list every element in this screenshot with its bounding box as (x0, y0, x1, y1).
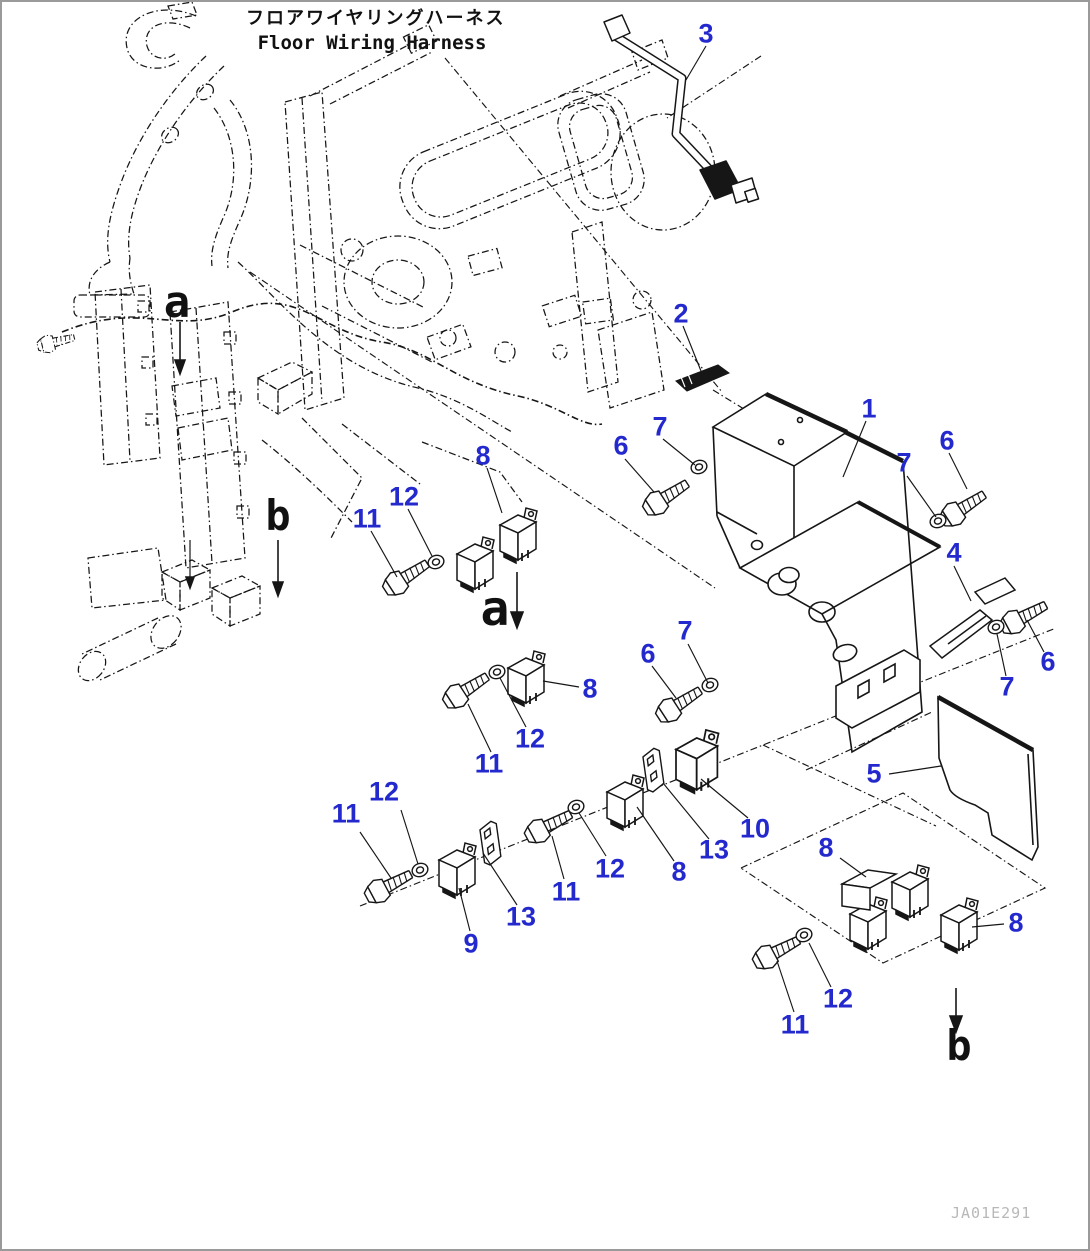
callout-5[interactable]: 5 (866, 758, 882, 789)
view-label-a: a (480, 581, 510, 637)
view-label-b: b (265, 491, 291, 540)
relay (438, 842, 477, 899)
relay (499, 507, 538, 564)
title-japanese: フロアワイヤリングハーネス (246, 8, 506, 29)
callout-6[interactable]: 6 (1040, 646, 1056, 677)
callout-8[interactable]: 8 (582, 673, 598, 704)
part-3-tube (603, 14, 760, 204)
callout-12[interactable]: 12 (388, 481, 420, 512)
bracket-tab (478, 819, 503, 867)
callout-9[interactable]: 9 (463, 928, 479, 959)
part-1-bracket (711, 391, 942, 754)
callout-12[interactable]: 12 (514, 723, 546, 754)
title-english: Floor Wiring Harness (257, 32, 487, 54)
callout-11[interactable]: 11 (331, 798, 361, 829)
callout-7[interactable]: 7 (677, 615, 693, 646)
drawing-number-watermark: JA01E291 (951, 1204, 1032, 1222)
callout-11[interactable]: 11 (780, 1009, 810, 1040)
callout-8[interactable]: 8 (475, 440, 491, 471)
callout-4[interactable]: 4 (946, 537, 962, 568)
callout-7[interactable]: 7 (652, 411, 668, 442)
callout-8[interactable]: 8 (1008, 907, 1024, 938)
callout-3[interactable]: 3 (698, 18, 714, 49)
callout-7[interactable]: 7 (999, 671, 1015, 702)
callout-8[interactable]: 8 (818, 832, 834, 863)
part-2-plate (675, 364, 731, 392)
callout-10[interactable]: 10 (739, 813, 771, 844)
relay (674, 728, 720, 795)
view-label-b: b (946, 1021, 972, 1070)
callout-12[interactable]: 12 (594, 853, 626, 884)
bolt (35, 328, 77, 356)
callout-12[interactable]: 12 (368, 776, 400, 807)
callout-11[interactable]: 11 (474, 748, 504, 779)
callout-11[interactable]: 11 (551, 876, 581, 907)
callout-13[interactable]: 13 (698, 834, 730, 865)
callout-6[interactable]: 6 (939, 425, 955, 456)
bracket-tab (641, 746, 666, 794)
relay (891, 864, 930, 921)
view-label-a: a (163, 277, 191, 328)
callout-6[interactable]: 6 (613, 430, 629, 461)
part-5-cover-plate (936, 695, 1039, 862)
callout-6[interactable]: 6 (640, 638, 656, 669)
callout-12[interactable]: 12 (822, 983, 854, 1014)
callout-11[interactable]: 11 (352, 503, 382, 534)
callout-8[interactable]: 8 (671, 856, 687, 887)
part-4-bar (928, 577, 1017, 659)
relay-mount-bracket (839, 869, 899, 911)
leader-lines (359, 45, 1045, 1013)
drawing-title: フロアワイヤリングハーネス Floor Wiring Harness (246, 4, 506, 54)
callout-13[interactable]: 13 (505, 901, 537, 932)
view-arrows (173, 322, 964, 1035)
relays (438, 507, 979, 954)
callout-7[interactable]: 7 (896, 447, 912, 478)
relay (507, 650, 546, 707)
relay (606, 774, 645, 831)
machine-assembly (35, 1, 716, 682)
callout-1[interactable]: 1 (861, 393, 877, 424)
callout-2[interactable]: 2 (673, 298, 689, 329)
relay (940, 897, 979, 954)
